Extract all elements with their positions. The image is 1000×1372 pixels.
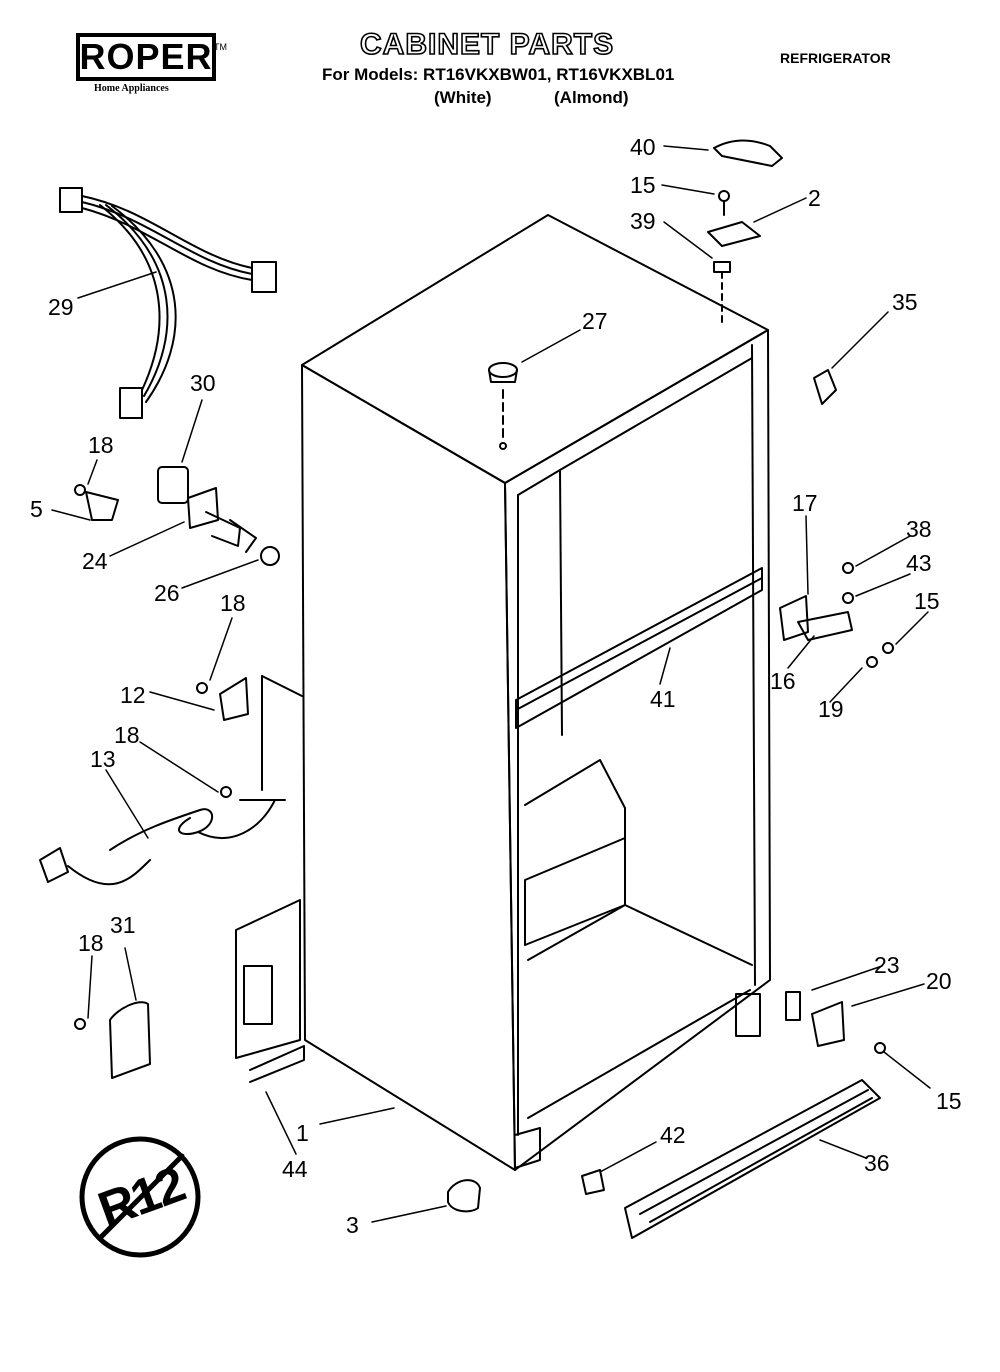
plug-button [488, 362, 518, 450]
no-r12-symbol [79, 1136, 201, 1258]
callout-23: 23 [874, 952, 900, 978]
callout-17: 17 [792, 490, 818, 516]
machine-compartment-bracket [235, 899, 305, 1083]
callout-15: 15 [630, 172, 656, 198]
handle-clip [813, 369, 837, 405]
callout-18: 18 [78, 930, 104, 956]
variant-almond: (Almond) [554, 88, 629, 107]
base-grille [624, 1079, 881, 1239]
callout-26: 26 [154, 580, 180, 606]
callout-13: 13 [90, 746, 116, 772]
callout-20: 20 [926, 968, 952, 994]
callout-5: 5 [30, 496, 43, 522]
hinge-cover [713, 139, 783, 167]
brand-logo: ROPER [76, 33, 216, 81]
callout-30: 30 [190, 370, 216, 396]
callout-35: 35 [892, 289, 918, 315]
clamp-clip [74, 484, 119, 521]
appliance-type: REFRIGERATOR [780, 50, 891, 66]
cabinet-body [301, 214, 771, 1171]
callout-42: 42 [660, 1122, 686, 1148]
callout-15: 15 [936, 1088, 962, 1114]
grille-clip [581, 1169, 605, 1195]
leader-arrows [51, 145, 931, 1223]
callout-41: 41 [650, 686, 676, 712]
callout-36: 36 [864, 1150, 890, 1176]
callout-43: 43 [906, 550, 932, 576]
callout-27: 27 [582, 308, 608, 334]
callout-18: 18 [220, 590, 246, 616]
callout-24: 24 [82, 548, 108, 574]
variant-white: (White) [434, 88, 492, 107]
callout-31: 31 [110, 912, 136, 938]
callout-18: 18 [88, 432, 114, 458]
model-numbers: For Models: RT16VKXBW01, RT16VKXBL01 [322, 65, 675, 84]
callout-40: 40 [630, 134, 656, 160]
callout-16: 16 [770, 668, 796, 694]
callout-3: 3 [346, 1212, 359, 1238]
cord-bracket [196, 677, 249, 721]
grommet [157, 466, 189, 504]
callout-2: 2 [808, 185, 821, 211]
callout-18: 18 [114, 722, 140, 748]
thermostat-assembly [187, 487, 257, 553]
top-hinge [707, 190, 761, 326]
callout-1: 1 [296, 1120, 309, 1146]
callout-39: 39 [630, 208, 656, 234]
callout-29: 29 [48, 294, 74, 320]
callout-15: 15 [914, 588, 940, 614]
brand-trademark: TM [214, 42, 227, 52]
wire-harness [59, 187, 277, 419]
brand-name: ROPER [76, 33, 216, 81]
callout-19: 19 [818, 696, 844, 722]
lower-hinge [785, 991, 886, 1054]
access-panel [74, 1001, 151, 1079]
callout-44: 44 [282, 1156, 308, 1182]
power-cord [39, 786, 286, 886]
brand-tagline: Home Appliances [94, 83, 169, 94]
nut [260, 546, 280, 566]
callout-38: 38 [906, 516, 932, 542]
leader-line [261, 675, 303, 697]
callout-12: 12 [120, 682, 146, 708]
page-title: CABINET PARTS [359, 27, 615, 62]
divider-rail [515, 567, 763, 729]
lower-hinge-mount [735, 993, 761, 1037]
leveling-leg [447, 1179, 481, 1213]
center-hinge [779, 562, 894, 668]
